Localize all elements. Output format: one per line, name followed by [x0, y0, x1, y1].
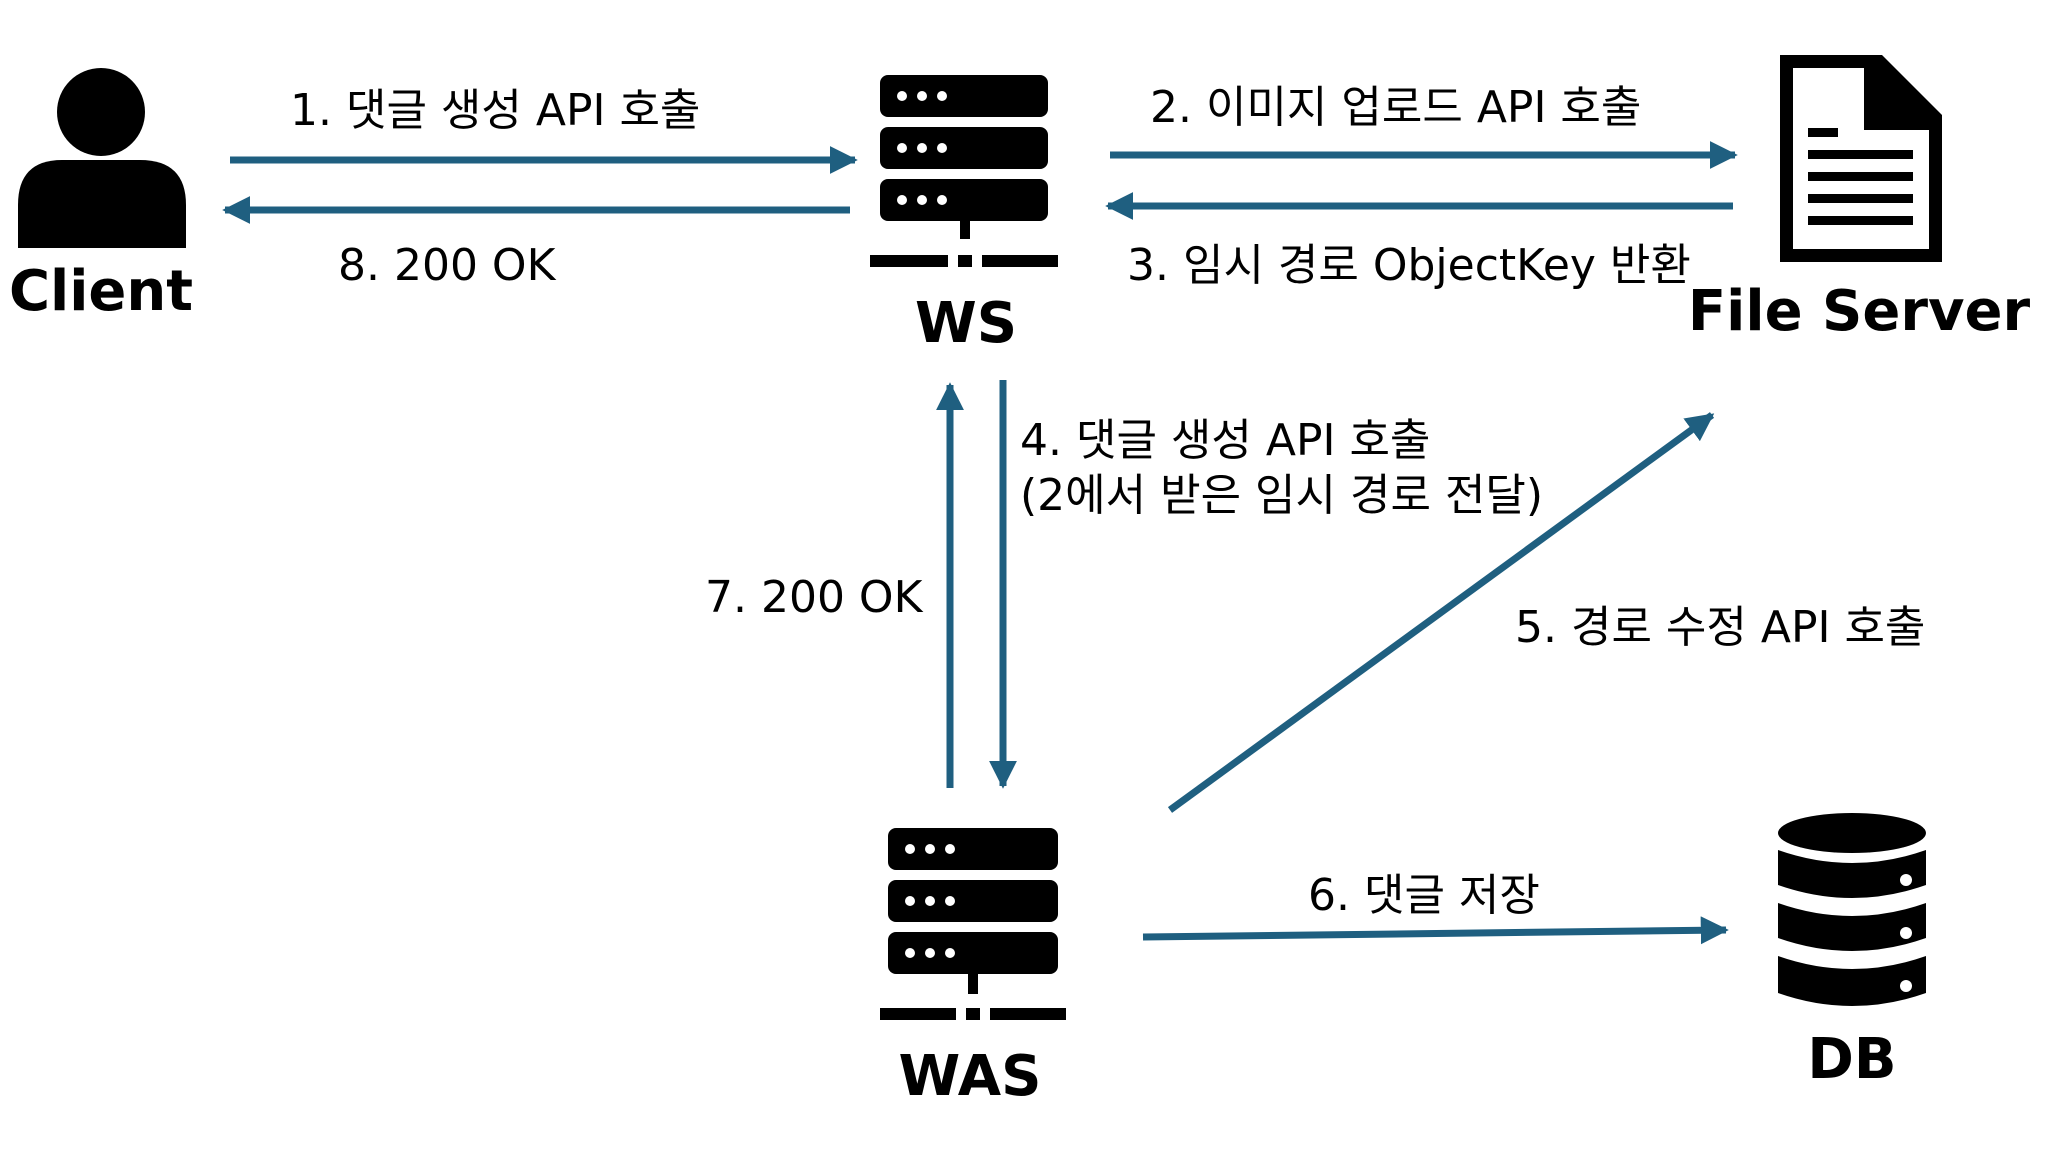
server-icon	[870, 75, 1058, 267]
step-1-label: 1. 댓글 생성 API 호출	[290, 85, 700, 136]
client-node: Client	[9, 68, 193, 324]
step-4-label-line1: 4. 댓글 생성 API 호출	[1020, 415, 1430, 466]
step-3-label: 3. 임시 경로 ObjectKey 반환	[1127, 240, 1691, 291]
file-server-label: File Server	[1688, 279, 2031, 344]
step-2-label: 2. 이미지 업로드 API 호출	[1150, 82, 1641, 133]
step-5-label: 5. 경로 수정 API 호출	[1515, 602, 1925, 653]
step-8-label: 8. 200 OK	[338, 240, 557, 291]
arrow-was-to-file-server	[1167, 412, 1715, 813]
step-7-label: 7. 200 OK	[705, 572, 924, 623]
database-icon	[1778, 813, 1926, 1006]
ws-node: WS	[870, 75, 1058, 356]
person-icon	[18, 68, 186, 248]
server-icon	[880, 828, 1066, 1020]
client-label: Client	[9, 259, 193, 324]
was-label: WAS	[899, 1044, 1042, 1109]
arrow-was-to-db	[1142, 916, 1729, 945]
step-6-label: 6. 댓글 저장	[1308, 870, 1540, 921]
step-4-label-line2: (2에서 받은 임시 경로 전달)	[1020, 470, 1543, 521]
document-icon	[1780, 55, 1942, 262]
db-label: DB	[1807, 1027, 1896, 1092]
arrows	[222, 141, 1738, 945]
file-server-node: File Server	[1688, 55, 2031, 344]
was-node: WAS	[880, 828, 1066, 1109]
ws-label: WS	[915, 291, 1017, 356]
db-node: DB	[1778, 813, 1926, 1092]
